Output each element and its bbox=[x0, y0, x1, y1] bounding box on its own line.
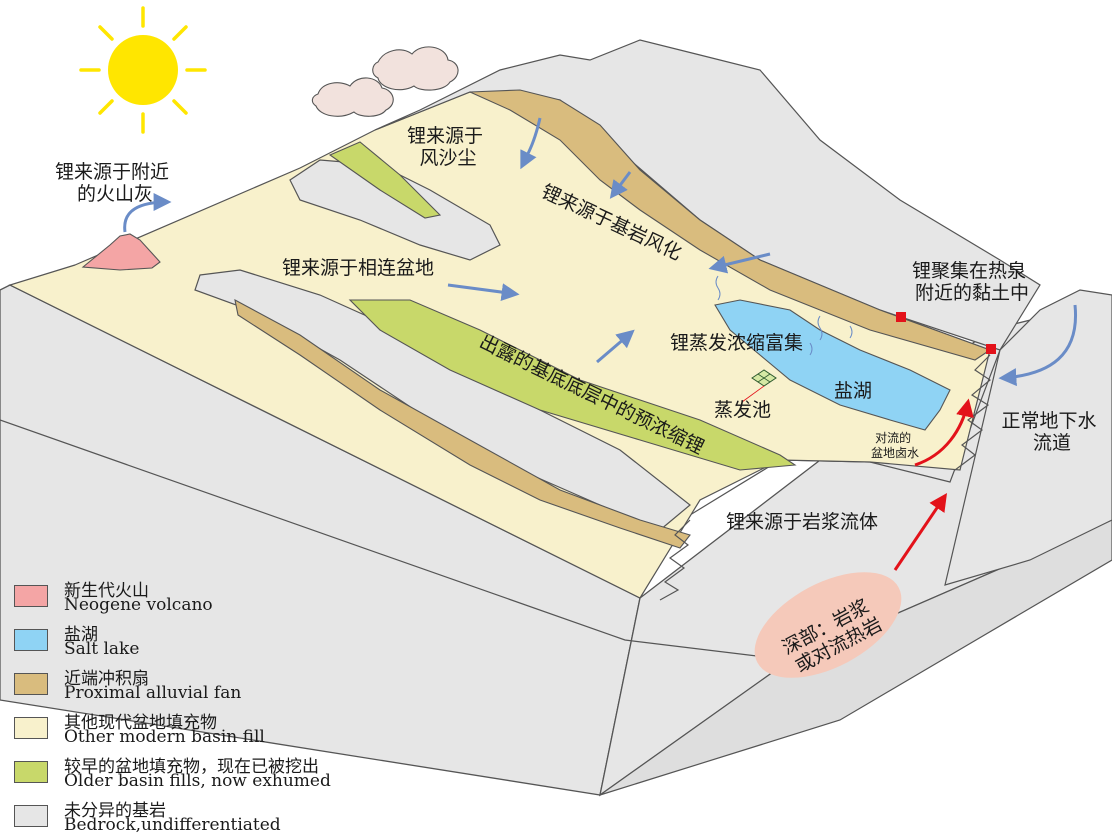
arrow-magma-fluid bbox=[893, 493, 948, 571]
hot-spring-marker bbox=[896, 312, 906, 322]
legend-label-en: Bedrock,undifferentiated bbox=[64, 815, 281, 835]
label-evaporation-pond: 蒸发池 bbox=[714, 399, 771, 421]
legend-label-cn: 近端冲积扇 bbox=[64, 669, 149, 689]
older-fill-small bbox=[328, 141, 442, 219]
fault-zigzag-right bbox=[954, 354, 992, 471]
legend-swatch bbox=[14, 805, 48, 827]
arrow-weathering-2 bbox=[708, 252, 771, 274]
legend-item: 新生代火山 Neogene volcano bbox=[14, 575, 434, 619]
legend-label-cn: 较早的盆地填充物，现在已被挖出 bbox=[64, 757, 319, 777]
alluvial-fan-back bbox=[469, 89, 992, 361]
legend-label-cn: 未分异的基岩 bbox=[64, 801, 166, 821]
legend-label-en: Other modern basin fill bbox=[64, 727, 265, 747]
older-fill-main bbox=[348, 299, 797, 471]
arrow-substrate bbox=[596, 329, 635, 364]
arrow-eolian-dust bbox=[520, 117, 542, 170]
legend-label-en: Salt lake bbox=[64, 639, 140, 659]
stratum-line bbox=[0, 419, 791, 661]
legend-swatch bbox=[14, 761, 48, 783]
evaporation-pond-icon bbox=[741, 369, 777, 403]
legend-swatch bbox=[14, 585, 48, 607]
right-wall bbox=[944, 289, 1112, 586]
deep-magma-zone bbox=[754, 572, 902, 678]
legend-label-cn: 新生代火山 bbox=[64, 581, 149, 601]
salt-lake bbox=[714, 299, 951, 431]
hot-spring-marker bbox=[986, 344, 996, 354]
legend-label-en: Proximal alluvial fan bbox=[64, 683, 242, 703]
fault-zigzag-front bbox=[659, 519, 691, 601]
label-eolian-dust: 锂来源于 风沙尘 bbox=[407, 125, 489, 169]
legend-item: 其他现代盆地填充物 Other modern basin fill bbox=[14, 707, 434, 751]
label-hot-spring-clay: 锂聚集在热泉 附近的黏土中 bbox=[912, 260, 1032, 304]
label-normal-groundwater: 正常地下水 流道 bbox=[1001, 410, 1102, 454]
arrow-convecting-brine bbox=[914, 398, 974, 467]
legend-item: 盐湖 Salt lake bbox=[14, 619, 434, 663]
legend: 新生代火山 Neogene volcano 盐湖 Salt lake 近端冲积扇… bbox=[14, 575, 434, 838]
legend-label-cn: 盐湖 bbox=[64, 625, 98, 645]
cloud-icon bbox=[372, 46, 459, 91]
legend-item: 未分异的基岩 Bedrock,undifferentiated bbox=[14, 795, 434, 838]
label-salt-lake: 盐湖 bbox=[834, 380, 872, 402]
legend-label-en: Neogene volcano bbox=[64, 595, 213, 615]
arrow-weathering-1 bbox=[609, 171, 632, 199]
evaporation-wisps bbox=[715, 275, 853, 356]
legend-item: 较早的盆地填充物，现在已被挖出 Older basin fills, now e… bbox=[14, 751, 434, 795]
label-volcanic-ash: 锂来源于附近 的火山灰 bbox=[55, 161, 175, 205]
arrow-groundwater bbox=[998, 304, 1078, 387]
volcano-icon bbox=[81, 233, 161, 271]
label-evaporative-concentration: 锂蒸发浓缩富集 bbox=[670, 332, 803, 354]
arrow-connected-basin bbox=[447, 283, 520, 302]
legend-swatch bbox=[14, 629, 48, 651]
legend-item: 近端冲积扇 Proximal alluvial fan bbox=[14, 663, 434, 707]
legend-label-cn: 其他现代盆地填充物 bbox=[64, 713, 217, 733]
cloud-icon bbox=[311, 77, 394, 117]
legend-swatch bbox=[14, 717, 48, 739]
sun-icon bbox=[79, 6, 207, 134]
legend-swatch bbox=[14, 673, 48, 695]
legend-label-en: Older basin fills, now exhumed bbox=[64, 771, 331, 791]
label-connected-basin: 锂来源于相连盆地 bbox=[282, 257, 434, 279]
label-convecting-brine: 对流的 盆地卤水 bbox=[871, 430, 919, 460]
alluvial-fan-front bbox=[234, 298, 691, 549]
label-magmatic-fluid: 锂来源于岩浆流体 bbox=[726, 511, 878, 533]
arrow-volcanic-ash bbox=[123, 193, 172, 233]
